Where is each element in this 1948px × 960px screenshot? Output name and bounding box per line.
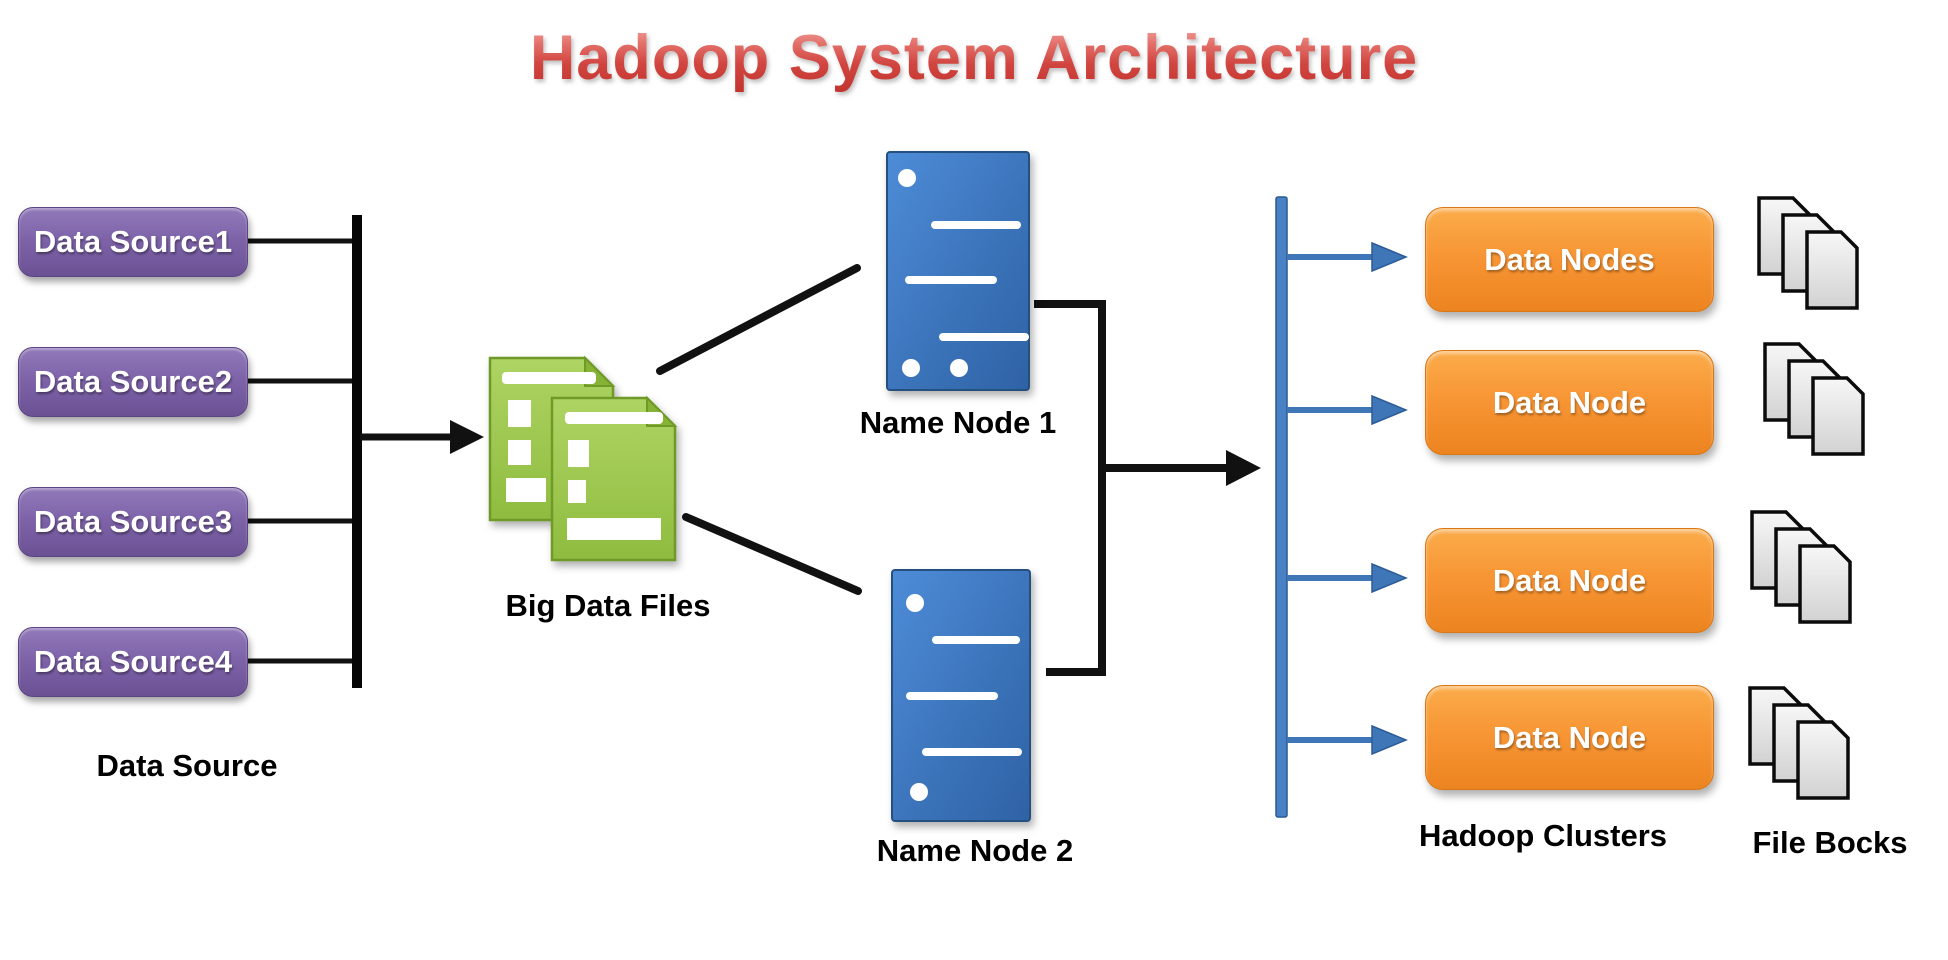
document-icon: [550, 395, 678, 562]
diagonal-link-line-namenode2: [682, 513, 862, 595]
data-nodes-box-1: Data Nodes: [1425, 207, 1714, 312]
distribution-arrow: [1287, 241, 1408, 273]
big-data-files-icon: [488, 355, 678, 562]
data-source-4-node: Data Source4: [18, 627, 248, 697]
name-node-1-label: Name Node 1: [859, 405, 1057, 440]
data-source-1-node: Data Source1: [18, 207, 248, 277]
name-node-2-label: Name Node 2: [876, 833, 1074, 868]
distribution-arrow: [1287, 394, 1408, 426]
distribution-bar: [1275, 196, 1288, 818]
data-node-box-3: Data Node: [1425, 528, 1714, 633]
page-title: Hadoop System Architecture: [0, 22, 1948, 94]
file-blocks-label: File Bocks: [1752, 825, 1908, 860]
file-blocks-stack-4: [1748, 686, 1850, 800]
name-node-1-icon: [886, 151, 1030, 391]
distribution-arrows: [1287, 241, 1408, 756]
flow-arrow-to-files: [360, 420, 484, 454]
file-blocks-stack-2: [1763, 342, 1865, 456]
document-icon: [1796, 720, 1850, 800]
hadoop-clusters-label: Hadoop Clusters: [1418, 818, 1668, 853]
document-icon: [1811, 376, 1865, 456]
document-icon: [1805, 230, 1859, 310]
file-blocks-stack-1: [1757, 196, 1859, 310]
data-source-3-node: Data Source3: [18, 487, 248, 557]
data-source-group-label: Data Source: [96, 748, 278, 783]
name-node-2-icon: [891, 569, 1031, 822]
distribution-arrow: [1287, 562, 1408, 594]
diagonal-link-line-namenode1: [656, 264, 861, 375]
big-data-files-label: Big Data Files: [505, 588, 711, 623]
document-icon: [1798, 544, 1852, 624]
data-source-2-node: Data Source2: [18, 347, 248, 417]
fan-in-bar: [352, 215, 362, 688]
data-node-box-2: Data Node: [1425, 350, 1714, 455]
merge-arrow: [1102, 450, 1261, 486]
merge-bracket: [1034, 300, 1106, 676]
distribution-arrow: [1287, 724, 1408, 756]
file-blocks-stack-3: [1750, 510, 1852, 624]
data-node-box-4: Data Node: [1425, 685, 1714, 790]
fan-in-lines: [246, 238, 357, 664]
